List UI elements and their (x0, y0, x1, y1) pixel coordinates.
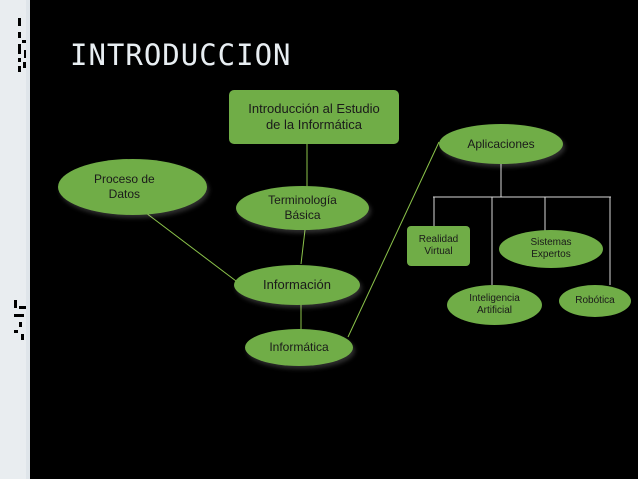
node-terminologia: Terminología Básica (236, 186, 369, 230)
node-robotica: Robótica (559, 285, 631, 317)
node-aplicaciones: Aplicaciones (439, 124, 563, 164)
node-sistemas-expertos-label: Sistemas Expertos (530, 236, 572, 261)
node-proceso-datos-label: Proceso de Datos (94, 172, 155, 201)
node-intro-estudio-label: Introducción al Estudio de la Informátic… (248, 100, 380, 132)
node-realidad-virtual: Realidad Virtual (407, 226, 470, 266)
node-informacion-label: Información (263, 276, 331, 292)
edge-informatica-aplicaciones (347, 141, 440, 338)
node-aplicaciones-label: Aplicaciones (467, 136, 535, 151)
node-realidad-virtual-label: Realidad Virtual (418, 233, 459, 258)
slide-title: INTRODUCCION (70, 38, 292, 72)
sidebar-decoration (0, 0, 30, 479)
node-intro-estudio: Introducción al Estudio de la Informátic… (229, 90, 399, 144)
node-robotica-label: Robótica (575, 294, 615, 306)
node-inteligencia-artificial: Inteligencia Artificial (447, 285, 542, 325)
edge-proceso-informacion (145, 212, 241, 285)
node-inteligencia-artificial-label: Inteligencia Artificial (469, 292, 520, 317)
node-proceso-datos: Proceso de Datos (58, 159, 207, 215)
node-informatica: Informática (245, 329, 353, 366)
edge-terminologia-informacion (300, 229, 306, 265)
node-informacion: Información (234, 265, 360, 305)
node-informatica-label: Informática (269, 340, 329, 354)
node-sistemas-expertos: Sistemas Expertos (499, 230, 603, 268)
node-terminologia-label: Terminología Básica (268, 193, 337, 222)
